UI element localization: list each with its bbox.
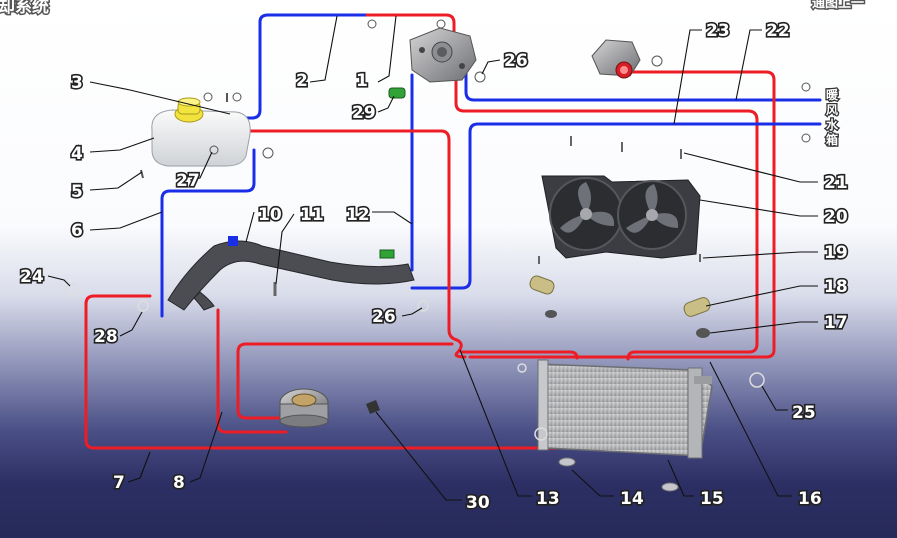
hose-clamp-icon	[651, 55, 663, 67]
water-pump-icon	[591, 39, 641, 79]
callout-label: 22	[766, 21, 790, 41]
hot-line-pump-radiator	[236, 342, 454, 420]
header-title-left: 却系统	[0, 0, 49, 17]
cold-line-tank-down	[160, 148, 256, 318]
hvac-label-char: 水	[826, 117, 839, 132]
hot-line-top	[365, 13, 456, 34]
washer-icon	[661, 482, 679, 492]
callout-label: 5	[71, 182, 83, 202]
callout-label: 4	[71, 144, 83, 164]
callout-label: 6	[71, 221, 83, 241]
expansion-tank-icon	[151, 97, 251, 167]
hot-line-tank-right	[206, 129, 467, 359]
callout-label: 28	[94, 327, 118, 347]
callout-label: 19	[824, 243, 848, 263]
callout-label: 3	[71, 73, 83, 93]
hose-clamp-icon	[203, 92, 213, 102]
hose-clamp-icon	[262, 147, 274, 159]
hardware-items	[65, 19, 811, 492]
hose-clamp-icon	[474, 71, 486, 83]
hose-clamp-icon	[801, 82, 811, 92]
hose-clamp-icon	[209, 145, 219, 155]
hvac-label-char: 风	[826, 103, 838, 117]
thermostat-icon	[279, 388, 329, 428]
callout-label: 25	[792, 403, 816, 423]
callout-label: 12	[346, 205, 370, 225]
hvac-label-char: 箱	[826, 132, 838, 147]
hose-clamp-icon	[417, 300, 429, 312]
rubber-pad-icon	[696, 328, 710, 338]
pipe-assembly-icon	[167, 87, 415, 311]
callout-label: 18	[824, 277, 848, 297]
callout-label: 26	[504, 51, 528, 71]
hose-clamp-icon	[137, 300, 149, 312]
callout-label: 2	[296, 71, 308, 91]
hot-line-radiator-top	[460, 350, 579, 360]
radiator-icon	[537, 359, 713, 459]
callout-label: 8	[173, 473, 185, 493]
callout-label: 30	[466, 493, 490, 513]
callout-label: 7	[113, 473, 125, 493]
leader-lines	[47, 15, 818, 501]
callout-label: 29	[352, 103, 376, 123]
bracket-icon	[683, 297, 711, 317]
rubber-pad-icon	[545, 310, 557, 318]
hot-line-thermostat-right	[454, 68, 759, 361]
bolt-icon	[140, 169, 144, 179]
callout-label: 26	[372, 307, 396, 327]
hose-clamp-icon	[534, 427, 548, 441]
hot-line-heater-loop	[468, 70, 776, 359]
thermostat-housing-icon	[409, 27, 477, 83]
callout-label: 24	[20, 267, 44, 287]
callout-label: 21	[824, 173, 848, 193]
callout-label: 20	[824, 207, 848, 227]
callout-label: 1	[356, 71, 368, 91]
callout-label: 11	[300, 205, 324, 225]
hose-clamp-icon	[517, 363, 527, 373]
callout-label: 23	[706, 21, 730, 41]
sensor-icon	[366, 400, 380, 414]
hose-clamp-icon	[801, 133, 811, 143]
callout-label: 15	[700, 489, 724, 509]
callout-label: 13	[536, 489, 560, 509]
hvac-label-char: 暖	[826, 87, 839, 102]
callout-label: 10	[258, 205, 282, 225]
callout-label: 14	[620, 489, 644, 509]
hose-clamp-icon	[367, 19, 377, 29]
hot-line-left-loop	[84, 294, 578, 450]
cold-line-heater-upper	[464, 68, 822, 102]
bracket-icon	[529, 275, 555, 295]
callout-label: 16	[798, 489, 822, 509]
hose-clamp-icon	[749, 372, 765, 388]
fan-assembly-icon	[541, 175, 701, 259]
callout-label: 17	[824, 313, 848, 333]
header-title-right: 通图上一	[812, 0, 864, 11]
callout-label: 27	[176, 171, 200, 191]
hose-clamp-icon	[65, 283, 79, 297]
hose-clamp-icon	[232, 92, 242, 102]
hose-clamp-icon	[436, 19, 446, 29]
cold-line-heater-lower	[410, 122, 822, 290]
heater-core-label: 暖 风 水 箱	[825, 86, 841, 149]
cold-line-tank-top	[212, 13, 369, 120]
washer-icon	[558, 457, 576, 467]
callout-numbers: 1 2 3 4 5 6 7 8 10 11 12 13 14 15 16 17 …	[18, 19, 849, 514]
hot-line-pipe-pump	[216, 308, 288, 434]
